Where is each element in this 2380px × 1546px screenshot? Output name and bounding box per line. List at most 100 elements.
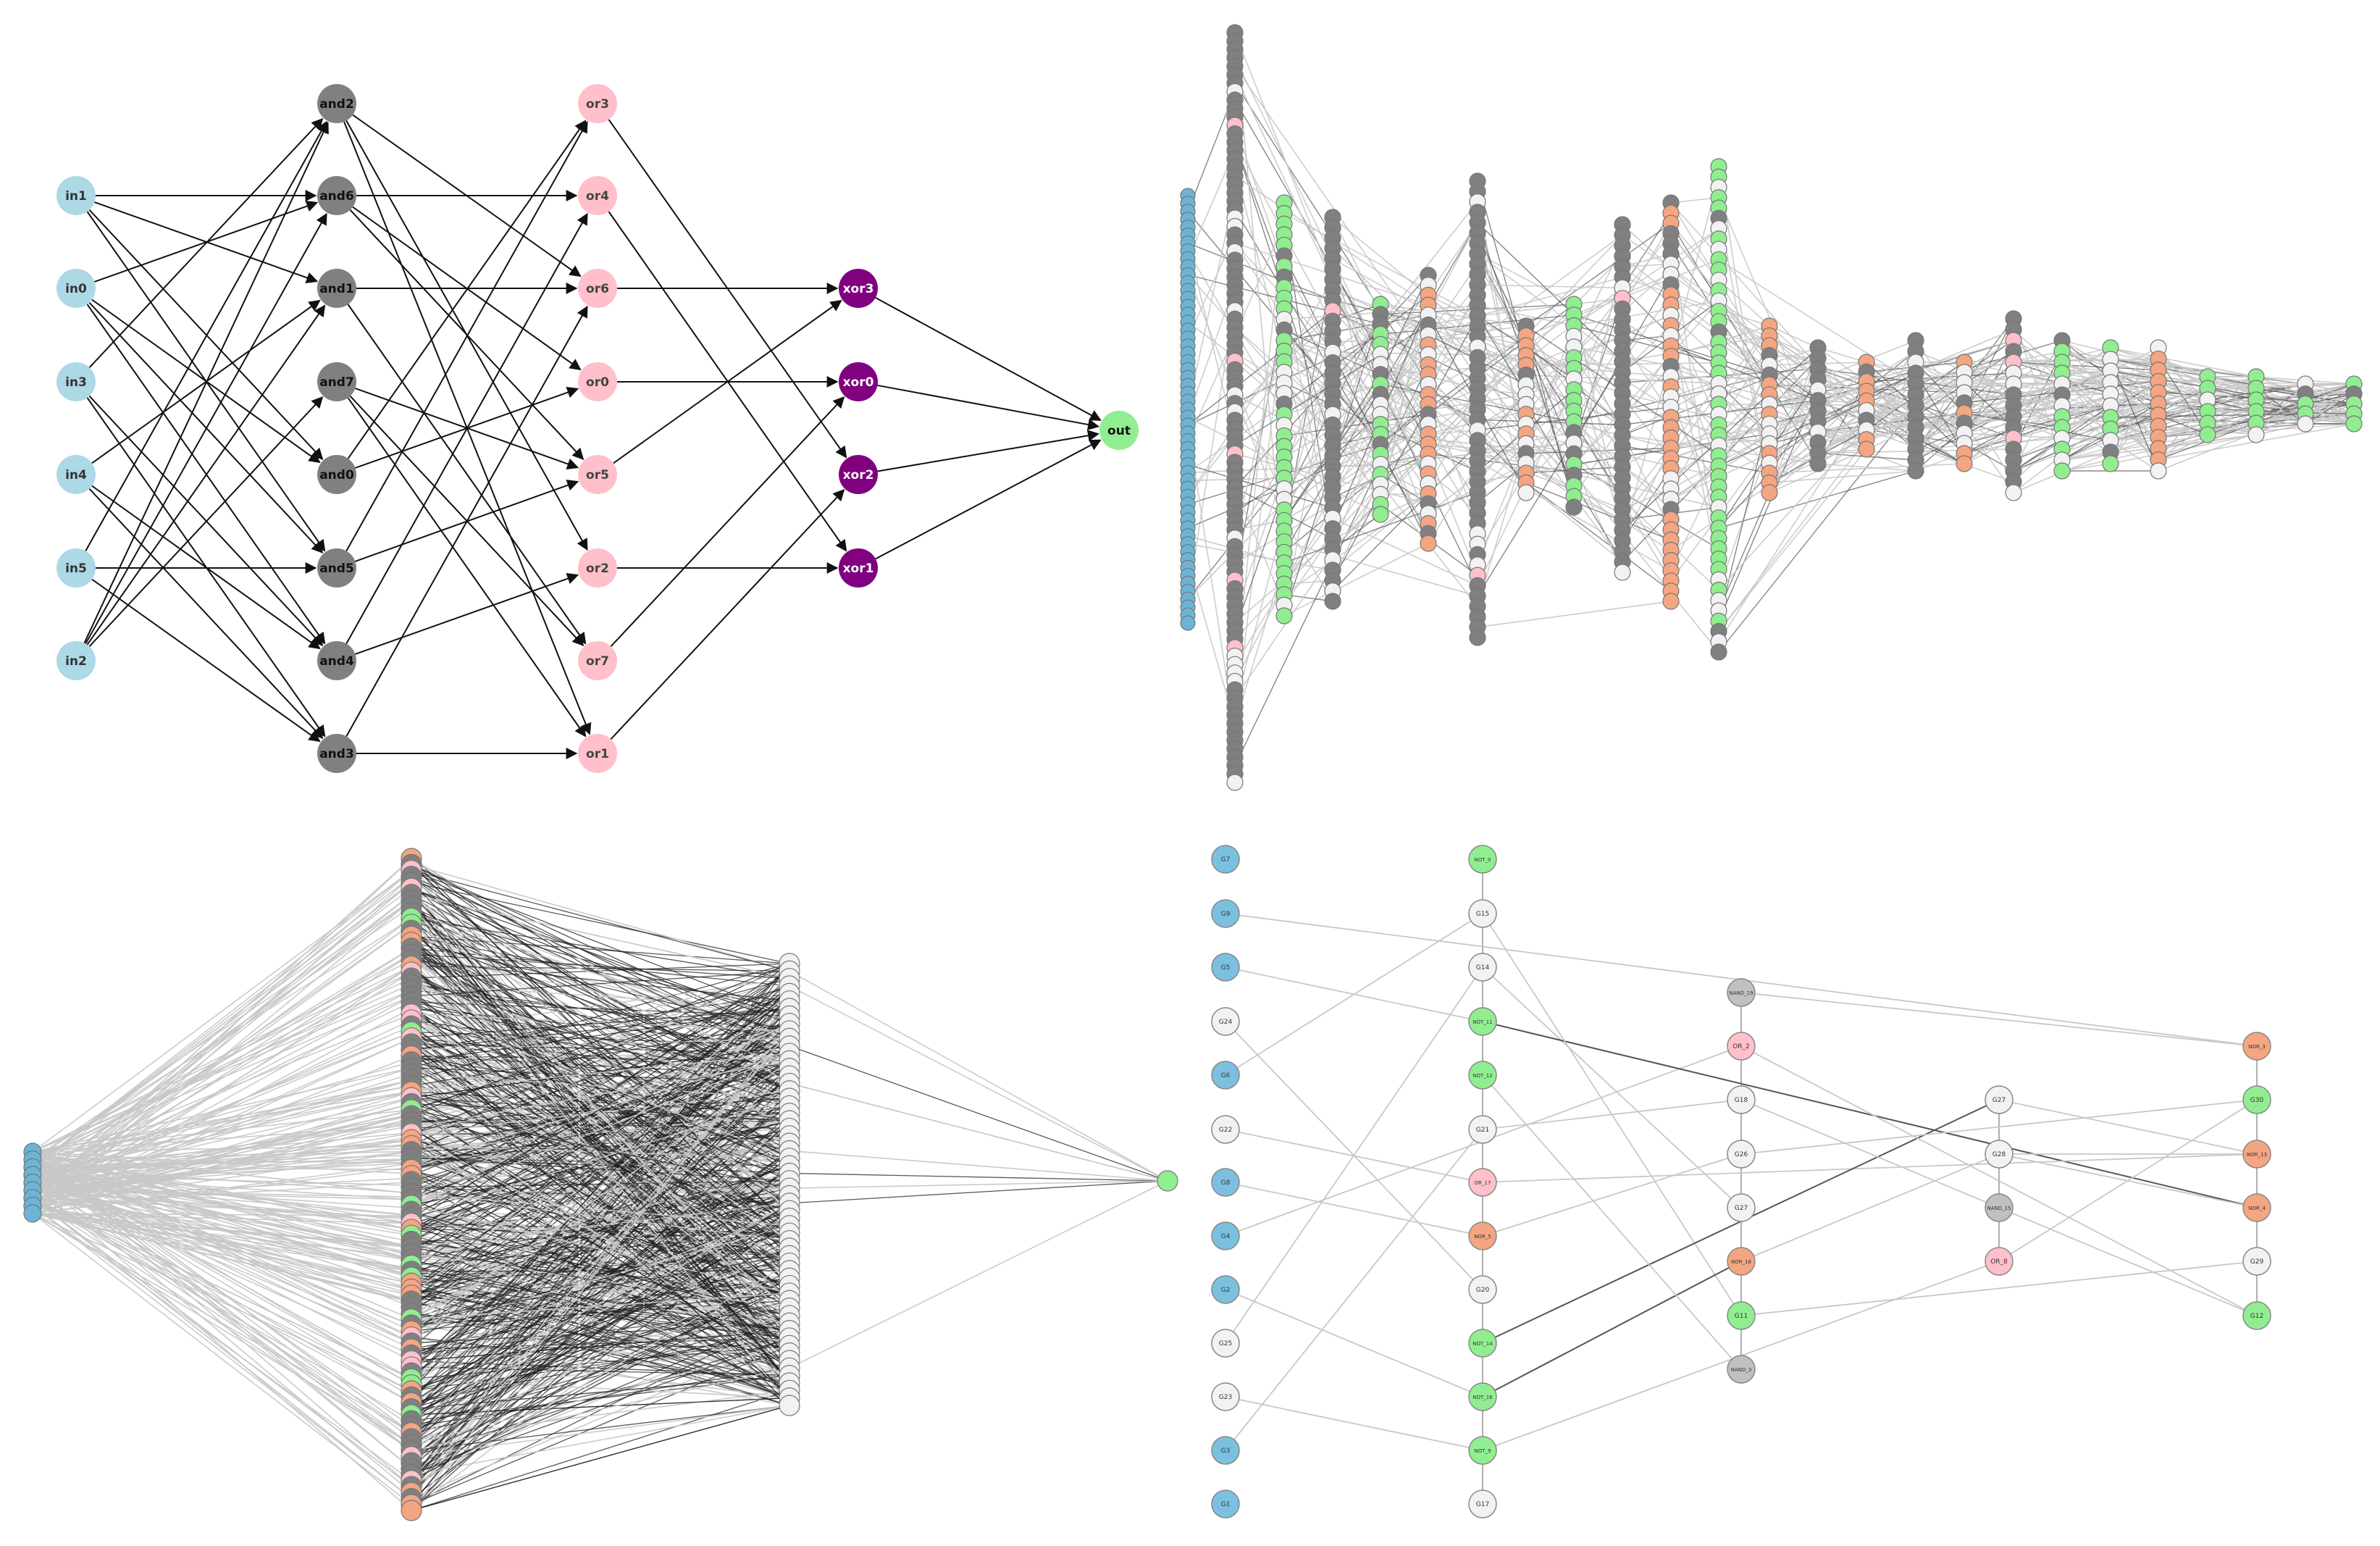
panel-b-edge bbox=[1964, 382, 2014, 428]
panel-b-edge bbox=[1525, 222, 1672, 327]
panel-b-edge bbox=[2110, 359, 2159, 472]
panel-c-nodes bbox=[23, 848, 1178, 1521]
node-d-label-NOT_14: NOT_14 bbox=[1472, 1341, 1493, 1347]
panel-c-edge bbox=[411, 1217, 790, 1392]
node-or7: or7 bbox=[578, 641, 617, 680]
panel-b-node bbox=[1614, 564, 1631, 581]
panel-c-edge bbox=[411, 953, 790, 1159]
panel-b-edge bbox=[2207, 413, 2355, 435]
panel-b-edge bbox=[1573, 464, 1623, 573]
panel-b-edge bbox=[1283, 491, 1478, 564]
node-label-or0: or0 bbox=[586, 375, 609, 390]
panel-b-edge bbox=[1573, 300, 1719, 327]
node-d-label-OR_17: OR_17 bbox=[1475, 1180, 1491, 1186]
panel-c-edge bbox=[411, 1216, 790, 1391]
panel-b-edge bbox=[1187, 242, 1333, 301]
node-d-G17: G17 bbox=[1468, 1489, 1497, 1518]
panel-c-edge bbox=[411, 906, 790, 1324]
panel-c-edge bbox=[411, 993, 790, 1050]
panel-b-edge bbox=[1964, 412, 2111, 441]
panel-b-edge bbox=[1525, 234, 1623, 337]
panel-c-edge bbox=[411, 990, 790, 1032]
panel-b-node bbox=[2345, 415, 2363, 433]
panel-c-edge bbox=[32, 1097, 412, 1184]
node-d-label-NOR_18: NOR_18 bbox=[1731, 1259, 1751, 1265]
panel-c-edge bbox=[411, 911, 790, 1016]
panel-c-edge bbox=[411, 1258, 790, 1361]
panel-b-edge bbox=[1332, 310, 1478, 462]
panel-c-edge bbox=[411, 1210, 790, 1475]
node-d-label-G30: G30 bbox=[2250, 1097, 2264, 1104]
node-d-G14: G14 bbox=[1468, 953, 1497, 982]
panel-c-edge bbox=[411, 1255, 790, 1320]
panel-c-edge bbox=[32, 972, 412, 1207]
panel-c-edge bbox=[411, 1277, 790, 1350]
panel-c-edge bbox=[411, 942, 790, 1301]
panel-c-edge bbox=[411, 1165, 790, 1511]
node-label-in3: in3 bbox=[65, 375, 87, 390]
panel-b-edge bbox=[1670, 368, 1819, 480]
node-label-and2: and2 bbox=[319, 97, 354, 112]
panel-c-edge bbox=[411, 1030, 790, 1493]
panel-c-edge bbox=[411, 887, 790, 1024]
node-d-label-NAND_3: NAND_3 bbox=[1731, 1367, 1752, 1373]
panel-c-edge bbox=[411, 1195, 790, 1302]
panel-c-edge bbox=[411, 1374, 790, 1410]
panel-c-edge bbox=[411, 935, 790, 1009]
panel-b-edge bbox=[1234, 213, 1285, 682]
node-d-NOR_4: NOR_4 bbox=[2242, 1193, 2271, 1222]
panel-b-edge bbox=[2013, 340, 2159, 461]
node-circle-xor1 bbox=[839, 548, 878, 588]
panel-c-edge bbox=[789, 1180, 1168, 1189]
panel-b-edge bbox=[1573, 304, 1623, 530]
panel-b-edge bbox=[1380, 354, 1527, 445]
node-d-circle-G9 bbox=[1211, 899, 1240, 928]
edge-in4-and3 bbox=[88, 488, 324, 739]
panel-c-edge bbox=[32, 900, 412, 1161]
node-label-or6: or6 bbox=[586, 282, 609, 296]
panel-c-edge bbox=[32, 1198, 412, 1421]
panel-b-edge bbox=[2013, 380, 2159, 461]
node-d-G8: G8 bbox=[1211, 1168, 1240, 1197]
panel-c-edge bbox=[411, 893, 790, 979]
panel-b-edge bbox=[1915, 362, 2063, 428]
node-d-circle-G27 bbox=[1985, 1085, 2014, 1114]
node-d-circle-G5 bbox=[1211, 953, 1240, 982]
panel-c-edge bbox=[411, 1060, 790, 1129]
panel-c-edge bbox=[411, 1192, 790, 1242]
panel-c-edge bbox=[411, 963, 790, 1069]
panel-b-edge bbox=[1718, 414, 1770, 622]
panel-b-edge bbox=[1769, 463, 1965, 474]
panel-c-edge bbox=[411, 1292, 790, 1320]
panel-b-node bbox=[1517, 484, 1535, 501]
node-and3: and3 bbox=[317, 734, 356, 773]
node-d-G23: G23 bbox=[1211, 1382, 1240, 1411]
edge-1.10-2.5 bbox=[1482, 1261, 1742, 1397]
edge-and7-or1 bbox=[347, 397, 587, 738]
panel-b-edge bbox=[1622, 325, 1672, 373]
node-or3: or3 bbox=[578, 84, 617, 123]
panel-c-edge bbox=[411, 953, 790, 1301]
panel-c-edge bbox=[411, 935, 790, 964]
node-circle-or3 bbox=[578, 84, 617, 123]
node-d-circle-G17 bbox=[1468, 1489, 1497, 1518]
edge-2.2-3.2 bbox=[1740, 1099, 2000, 1208]
node-circle-or6 bbox=[578, 269, 617, 308]
panel-b-edge bbox=[1332, 450, 1478, 571]
nodes-a: in1in0in3in4in5in2and2and6and1and7and0an… bbox=[56, 84, 1139, 773]
panel-b-edge bbox=[1670, 345, 1819, 401]
panel-b-edge bbox=[1718, 410, 1867, 643]
panel-c-edge bbox=[32, 1198, 412, 1404]
panel-c-edge bbox=[32, 1158, 412, 1248]
panel-b-edge bbox=[2158, 403, 2306, 461]
edge-in0-and6 bbox=[94, 201, 319, 283]
panel-b-node bbox=[1180, 615, 1196, 631]
panel-c-edge bbox=[32, 900, 412, 1184]
node-d-G1: G1 bbox=[1211, 1489, 1240, 1518]
node-d-label-G20: G20 bbox=[1476, 1287, 1490, 1294]
edge-2.0-4.0 bbox=[1740, 992, 2258, 1047]
panel-b-edge bbox=[2110, 434, 2257, 464]
panel-c-edge bbox=[32, 876, 412, 1214]
panel-b-node bbox=[1565, 498, 1583, 516]
node-d-circle-OR_17 bbox=[1468, 1168, 1497, 1197]
